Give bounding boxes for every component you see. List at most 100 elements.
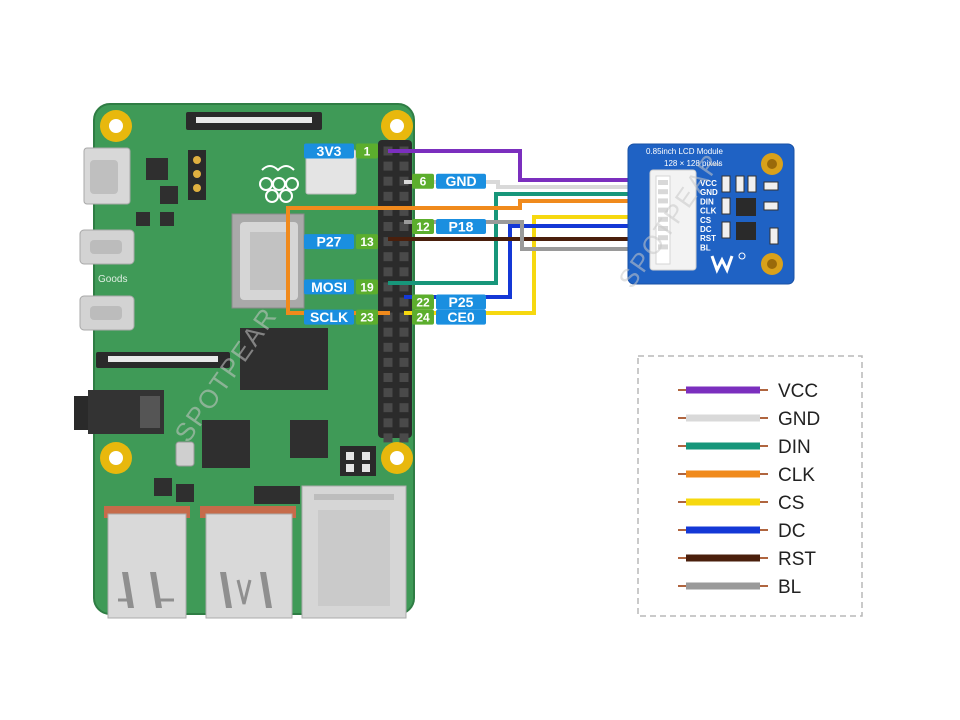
component [736,198,756,216]
lcd-mounting-hole [761,153,783,175]
pin-number-bg [356,234,378,250]
lcd-pin-label: GND [700,188,718,197]
legend-label: GND [778,409,820,430]
legend-label: RST [778,549,816,570]
gpio-pin [383,373,393,382]
lcd-pin-label: RST [700,234,716,243]
mounting-hole-top-left [100,110,132,142]
legend-item-clk: CLK [678,465,815,486]
pin-label-text: 3V3 [317,143,342,159]
gpio-pin [383,433,393,443]
pin-number-text: 6 [420,175,427,189]
usb-port-1 [104,506,190,619]
gpio-pin [383,206,393,216]
pin-label-text: GND [445,173,476,189]
pin-number-text: 24 [416,311,430,325]
gpio-pin [383,267,393,277]
soc-chip [231,213,305,309]
gpio-pin [383,282,393,292]
hdmi-port-1 [79,229,135,265]
component [763,201,779,211]
gpio-pin [399,433,409,443]
gpio-pin [383,161,393,171]
pin-label-bg [304,143,354,159]
legend-label: DC [778,521,805,542]
gpio-header [378,140,412,443]
gpio-pin [399,388,409,398]
gpio-pin [399,327,409,337]
pin-label-gnd: GND 6 [412,173,486,189]
ram-chip [240,328,328,390]
usb-c-port [83,147,131,205]
ethernet-port [301,485,407,619]
chip-small [154,478,172,496]
pin-label-bg [304,234,354,250]
lcd-pin-label: VCC [700,179,717,188]
gpio-pin [399,222,409,231]
lcd-resolution: 128 × 128 pixels [664,159,723,168]
legend-item-cs: CS [678,493,804,514]
chip-medium [202,420,250,468]
pin-number-bg [412,309,434,325]
chip-small [160,212,174,226]
lcd-mounting-hole [761,253,783,275]
gpio-pin [383,237,393,247]
fan-header [188,150,206,200]
gpio-pin [399,373,409,382]
legend-item-din: DIN [678,437,811,458]
display-connector [186,112,322,130]
legend-label: CS [778,493,804,514]
gpio-pin [383,252,393,262]
pin-label-text: SCLK [310,309,348,325]
lcd-connector-pin [658,207,668,213]
gpio-pin [399,282,409,292]
legend-item-vcc: VCC [678,381,818,402]
waveshare-logo-icon [710,252,746,274]
gpio-pin [383,327,393,337]
raspberry-logo [259,165,299,203]
pin-label-text: P18 [449,219,474,235]
pin-number-bg [412,294,434,310]
lcd-pin-label: BL [700,243,711,252]
chip-small [136,212,150,226]
pin-number-bg [412,173,434,189]
gpio-pin [399,191,409,201]
gpio-pin [383,191,393,201]
gpio-pin [399,418,409,428]
gpio-pin [399,403,409,413]
pin-number-bg [412,219,434,234]
lcd-pin-label: DC [700,225,712,234]
lcd-title: 0.85inch LCD Module [646,147,723,156]
gpio-pin [383,418,393,428]
gpio-pin [399,312,409,322]
lcd-connector-pin [658,216,668,222]
gpio-pin [383,342,393,352]
component [721,175,731,193]
lcd-connector-pin [658,198,668,204]
lcd-connector-pin [658,244,668,250]
pin-label-bg [436,294,486,310]
gpio-pin [383,297,393,307]
gpio-pin [399,237,409,247]
chip-medium [290,420,328,458]
chip-small [160,186,178,204]
component [769,227,779,245]
component [763,181,779,191]
pin-label-bg [304,309,354,325]
gpio-pin [399,252,409,262]
pin-number-bg [356,279,378,295]
chip-small [146,158,168,180]
gpio-pin [399,161,409,171]
pin-label-bg [436,173,486,189]
legend-label: VCC [778,381,818,402]
legend-item-rst: RST [678,549,816,570]
pin-label-bg [436,309,486,325]
gpio-pin [383,176,393,186]
